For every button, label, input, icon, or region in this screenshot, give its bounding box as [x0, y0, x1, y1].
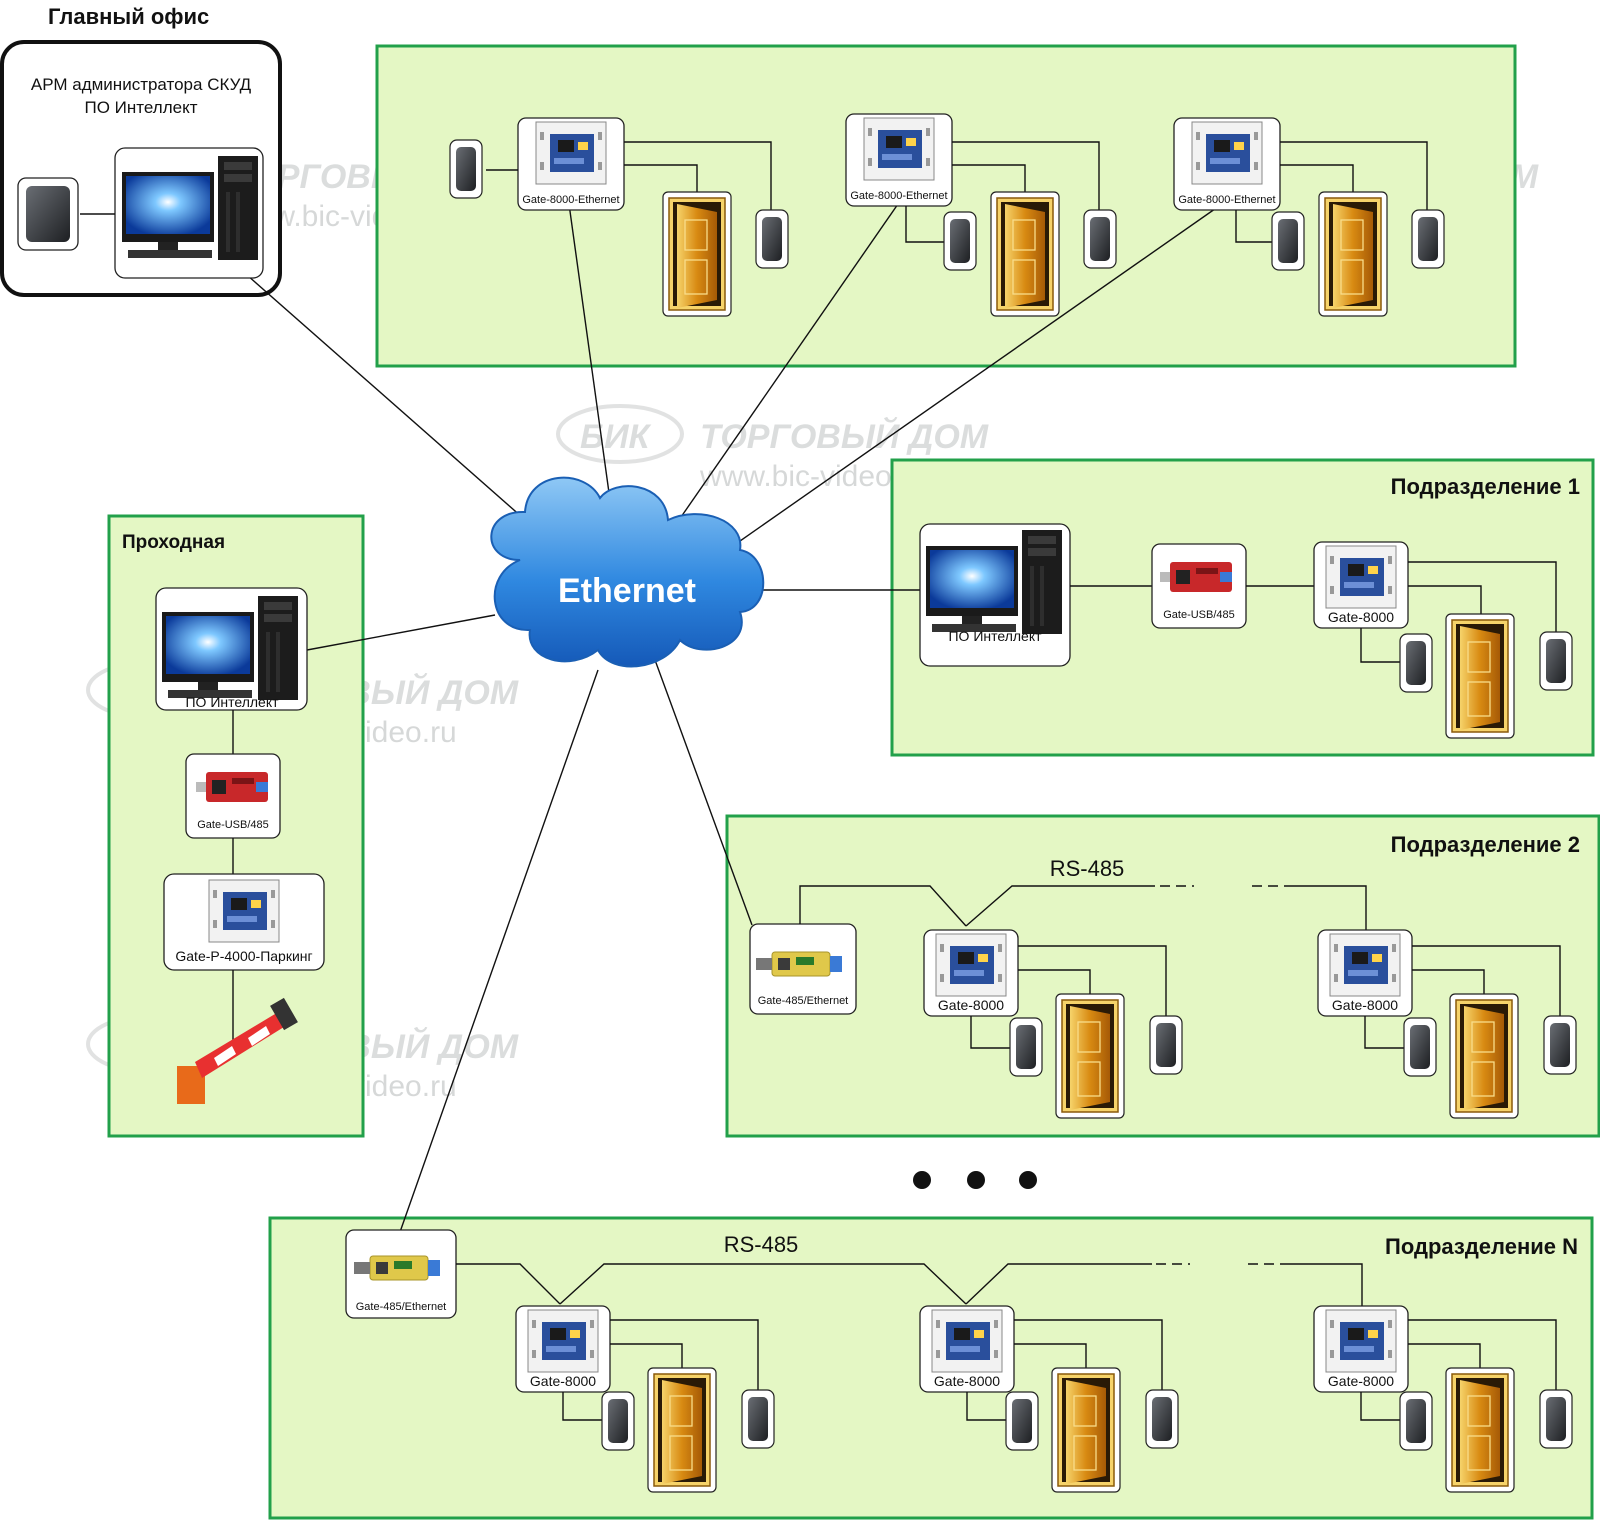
- rs485-label: RS-485: [1050, 856, 1125, 881]
- admin-software-label: ПО Интеллект: [85, 98, 198, 117]
- reader-icon: [943, 211, 977, 271]
- controller-icon: [1329, 933, 1401, 997]
- controller-label: Gate-8000: [1328, 609, 1394, 625]
- controller-icon: [931, 1309, 1003, 1373]
- reader-icon: [1543, 1015, 1577, 1075]
- enrollment-reader-icon: [26, 186, 70, 242]
- reader-icon: [1403, 1017, 1437, 1077]
- top-controller-group-3: Gate-8000-Ethernet: [1173, 117, 1445, 317]
- checkpoint: Проходная ПО Интеллект Gate-USB/485 Gate…: [122, 532, 325, 1104]
- usb-converter-icon: [1160, 562, 1232, 592]
- pc-label: ПО Интеллект: [185, 694, 279, 710]
- parking-controller-icon: [208, 879, 280, 943]
- controller-label: Gate-8000: [934, 1373, 1000, 1389]
- converter-label: Gate-USB/485: [1163, 609, 1235, 621]
- controller-icon: [1191, 121, 1263, 185]
- svg-text:ТОРГОВЫЙ ДОМ: ТОРГОВЫЙ ДОМ: [700, 417, 989, 456]
- head-office-title: Главный офис: [48, 4, 209, 29]
- reader-icon: [1005, 1391, 1039, 1451]
- controller-label: Gate-8000: [1332, 997, 1398, 1013]
- ethernet-cloud: Ethernet: [490, 476, 765, 668]
- division2-title: Подразделение 2: [1391, 832, 1580, 857]
- head-office: Главный офис АРМ администратора СКУД ПО …: [17, 4, 264, 279]
- controller-label: Gate-8000: [938, 997, 1004, 1013]
- controller-icon: [935, 933, 1007, 997]
- door-icon: [1055, 993, 1125, 1119]
- top-controller-group-1: Gate-8000-Ethernet: [449, 117, 789, 317]
- rs485-label: RS-485: [724, 1232, 799, 1257]
- admin-workstation-label: АРМ администратора СКУД: [31, 75, 252, 94]
- reader-icon: [741, 1389, 775, 1449]
- door-icon: [1051, 1367, 1121, 1493]
- controller-label: Gate-8000: [530, 1373, 596, 1389]
- door-icon: [1449, 993, 1519, 1119]
- door-icon: [1318, 191, 1388, 317]
- door-icon: [1445, 1367, 1515, 1493]
- door-icon: [647, 1367, 717, 1493]
- controller-icon: [535, 121, 607, 185]
- reader-icon: [1539, 1389, 1573, 1449]
- door-icon: [662, 191, 732, 317]
- reader-icon: [1145, 1389, 1179, 1449]
- controller-icon: [527, 1309, 599, 1373]
- converter-label: Gate-USB/485: [197, 819, 269, 831]
- controller-label: Gate-8000: [1328, 1373, 1394, 1389]
- barrier-icon: [177, 997, 298, 1104]
- reader-icon: [1399, 1391, 1433, 1451]
- reader-icon: [449, 139, 483, 199]
- controller-icon: [1325, 1309, 1397, 1373]
- reader-icon: [1149, 1015, 1183, 1075]
- reader-icon: [1411, 209, 1445, 269]
- more-divisions-ellipsis: [913, 1171, 1037, 1189]
- parking-controller-label: Gate-P-4000-Паркинг: [175, 948, 312, 964]
- checkpoint-title: Проходная: [122, 532, 225, 553]
- top-controller-group-2: Gate-8000-Ethernet: [845, 113, 1117, 317]
- reader-icon: [1083, 209, 1117, 269]
- gateway-label: Gate-485/Ethernet: [758, 995, 849, 1007]
- reader-icon: [1399, 633, 1433, 693]
- controller-icon: [863, 117, 935, 181]
- reader-icon: [1009, 1017, 1043, 1077]
- reader-icon: [601, 1391, 635, 1451]
- controller-label: Gate-8000-Ethernet: [522, 194, 619, 206]
- reader-icon: [755, 209, 789, 269]
- gateway-label: Gate-485/Ethernet: [356, 1301, 447, 1313]
- controller-label: Gate-8000-Ethernet: [1178, 194, 1275, 206]
- division1: Подразделение 1 ПО Интеллект Gate-USB/48…: [919, 474, 1580, 739]
- door-icon: [990, 191, 1060, 317]
- reader-icon: [1271, 211, 1305, 271]
- ethernet-label: Ethernet: [558, 572, 696, 610]
- controller-icon: [1325, 545, 1397, 609]
- svg-text:www.bic-video.ru: www.bic-video.ru: [699, 460, 927, 493]
- divisionN: Подразделение N RS-485 Gate-485/Ethernet…: [345, 1229, 1578, 1493]
- pc-label: ПО Интеллект: [948, 628, 1042, 644]
- ethernet-links: [246, 203, 1223, 1233]
- door-icon: [1445, 613, 1515, 739]
- usb-converter-icon: [196, 772, 268, 802]
- division2: Подразделение 2 RS-485 Gate-485/Ethernet…: [749, 832, 1580, 1119]
- controller-label: Gate-8000-Ethernet: [850, 190, 947, 202]
- divisionN-title: Подразделение N: [1385, 1234, 1578, 1259]
- reader-icon: [1539, 631, 1573, 691]
- svg-text:БИК: БИК: [580, 418, 652, 456]
- division1-title: Подразделение 1: [1391, 474, 1580, 499]
